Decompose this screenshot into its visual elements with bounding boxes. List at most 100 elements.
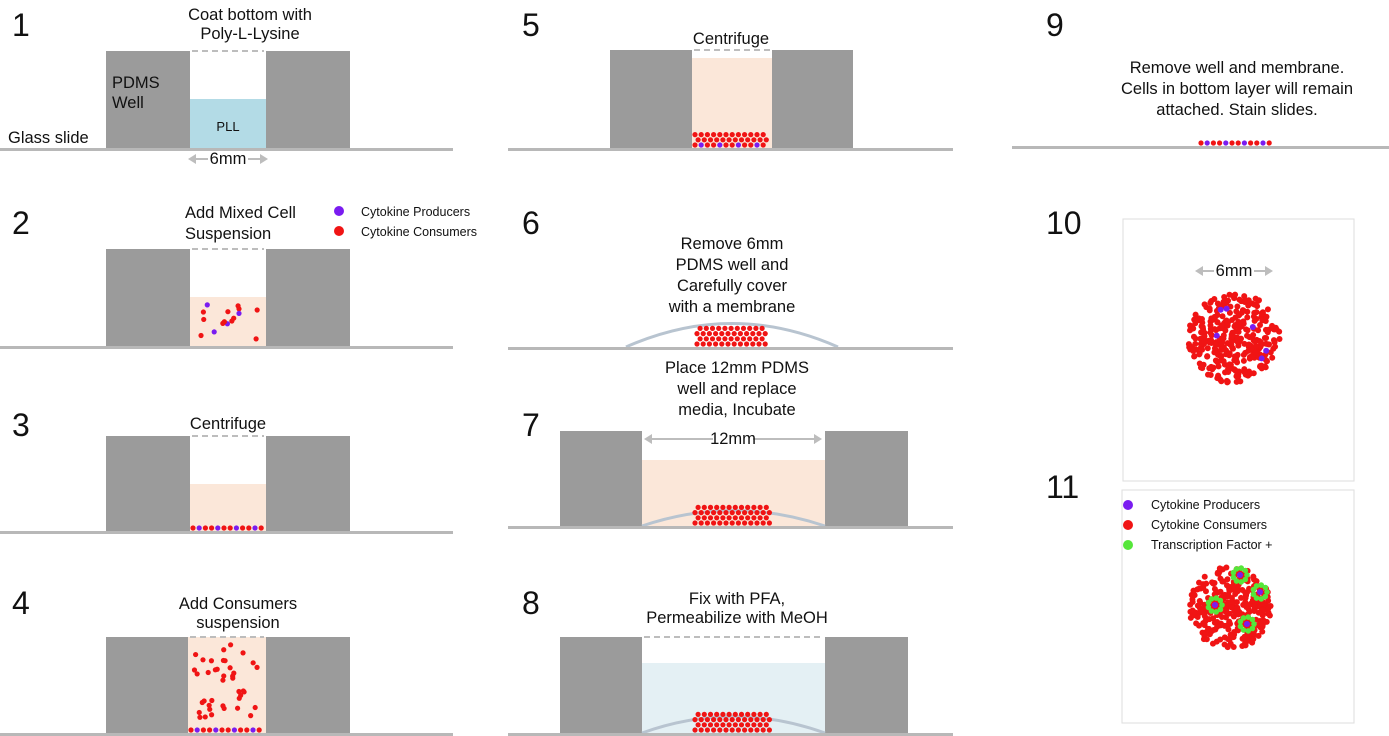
membrane: [625, 322, 839, 349]
pdms-well-right: [266, 637, 350, 733]
consumer-cell: [1224, 319, 1231, 326]
consumer-cell: [199, 699, 205, 706]
tf-positive-cell: [1237, 623, 1244, 630]
tf-positive-cell: [1251, 621, 1257, 627]
producer-cell: [233, 525, 239, 531]
consumer-cell: [692, 132, 698, 138]
consumer-cell: [698, 509, 704, 516]
consumer-cell: [1213, 327, 1220, 334]
consumer-cell: [748, 509, 754, 516]
consumer-cell: [1214, 375, 1221, 382]
consumer-cell: [742, 520, 748, 526]
consumer-cell: [234, 705, 241, 711]
step-1-number: 1: [12, 7, 30, 43]
tf-positive-cell: [1233, 578, 1240, 584]
consumer-cell: [735, 717, 742, 723]
consumer-cell: [729, 717, 735, 723]
tf-positive-cell: [1245, 628, 1252, 634]
consumer-cell: [728, 325, 734, 331]
consumer-cell: [1207, 322, 1214, 329]
pdms-well-left: [560, 637, 642, 733]
consumer-cell: [738, 722, 745, 728]
consumer-cell: [742, 132, 748, 138]
consumer-cell: [745, 722, 751, 728]
consumer-cell: [753, 336, 759, 342]
consumer-cell: [745, 504, 751, 510]
consumer-cell: [706, 341, 713, 347]
consumer-cell: [225, 727, 231, 733]
consumer-cell: [1258, 310, 1265, 317]
consumer-cell: [711, 520, 717, 526]
consumer-cell: [221, 705, 227, 712]
consumer-cell: [726, 722, 732, 728]
consumer-cell: [191, 667, 198, 673]
consumer-cell: [1252, 342, 1259, 349]
producer-cell: [236, 310, 242, 316]
arrow-right-icon: [260, 154, 268, 164]
consumer-cell: [698, 132, 704, 138]
tf-positive-cell: [1240, 627, 1247, 633]
consumer-cell: [1211, 313, 1218, 320]
consumer-cell: [694, 331, 700, 337]
consumer-cell: [745, 515, 751, 521]
consumer-cell: [1189, 607, 1196, 614]
consumer-cell: [207, 727, 213, 733]
consumer-cell: [745, 137, 751, 143]
consumer-cell: [1248, 140, 1254, 146]
consumer-cell: [1225, 626, 1232, 633]
consumer-cell: [1228, 604, 1235, 611]
arrow-left-icon: [644, 434, 652, 444]
consumer-cell: [707, 722, 714, 728]
glass-slide: [508, 733, 953, 736]
consumer-cell: [720, 515, 726, 521]
consumer-cell: [1226, 618, 1233, 625]
consumer-cell: [742, 509, 748, 516]
step-4-number: 4: [12, 585, 30, 621]
consumer-cell: [694, 341, 700, 347]
consumer-cell: [1194, 613, 1201, 620]
step-5-caption: Centrifuge: [693, 30, 769, 48]
consumer-cell: [197, 714, 203, 720]
tf-positive-cell: [1242, 567, 1249, 574]
caption-line: Add Consumers: [179, 595, 297, 613]
pdms-well-right: [825, 431, 908, 526]
consumer-cell: [709, 325, 716, 331]
consumer-cell: [692, 142, 698, 148]
producer-legend-icon: [334, 206, 344, 216]
consumer-cell: [188, 727, 194, 733]
pdms-well-left: [106, 637, 188, 733]
pll-coating: [190, 99, 266, 148]
consumer-cell: [1243, 603, 1250, 610]
consumer-cell: [1251, 309, 1258, 316]
tf-legend-icon: [1123, 540, 1133, 550]
pdms-well-left: [610, 50, 692, 148]
consumer-cell: [720, 711, 726, 718]
consumer-cell: [706, 331, 713, 337]
consumer-cell: [1264, 341, 1271, 348]
tf-positive-cell: [1264, 589, 1270, 595]
consumer-cell: [196, 709, 202, 716]
consumer-cell: [1200, 326, 1207, 333]
arrow-left-icon: [188, 154, 196, 164]
consumer-cell: [1211, 586, 1218, 593]
tf-positive-cell: [1205, 604, 1212, 611]
consumer-cell: [729, 727, 735, 733]
consumer-cell: [735, 727, 742, 733]
consumer-cell: [1187, 327, 1194, 334]
pdms-well-left: [106, 436, 190, 531]
pdms-well-label: Well: [112, 94, 144, 112]
consumer-cell: [701, 515, 707, 521]
consumer-cell: [1205, 625, 1212, 632]
consumer-cell: [760, 727, 766, 733]
consumer-cell: [1236, 324, 1243, 331]
consumer-cell: [742, 727, 748, 733]
consumer-cell: [219, 727, 225, 733]
producer-cell: [204, 302, 210, 308]
consumer-cell: [1232, 368, 1239, 375]
consumer-cell: [1220, 358, 1227, 365]
caption-line: Fix with PFA,: [689, 590, 785, 608]
step-7-panel: 12mm: [508, 430, 953, 529]
producer-cell: [1204, 140, 1210, 146]
producer-cell: [215, 525, 221, 531]
